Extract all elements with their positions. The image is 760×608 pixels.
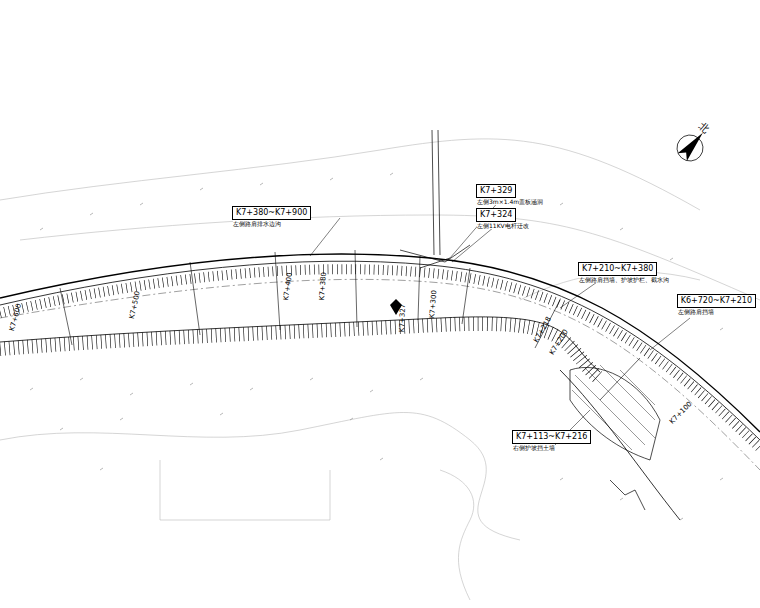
callout-note: 左侧路肩挡墙、护坡护栏、截水沟 (579, 276, 669, 283)
station-label: K7+300 (428, 290, 438, 319)
callout-note: 左侧11KV电杆迁改 (477, 222, 529, 229)
station-label: K7+327 (398, 304, 407, 333)
station-callout: K7+324左侧11KV电杆迁改 (476, 208, 516, 222)
station-label: K7+100 (668, 400, 694, 426)
callout-note: 左侧路肩排水边沟 (233, 220, 281, 227)
callout-note: 左侧3m×1.4m盖板涵洞 (477, 198, 543, 205)
station-callout: K7+380~K7+900左侧路肩排水边沟 (232, 206, 311, 220)
station-label: K7+400 (282, 272, 294, 301)
north-label: 北 (697, 122, 710, 135)
station-range: K7+380~K7+900 (236, 208, 307, 218)
station-range: K6+720~K7+210 (681, 296, 752, 306)
station-label: K7+218 (532, 316, 553, 344)
station-range: K7+324 (480, 210, 512, 220)
callout-note: 左侧路肩挡墙 (678, 308, 714, 315)
station-label: K7+380 (318, 272, 328, 301)
station-callout: K6+720~K7+210左侧路肩挡墙 (677, 294, 756, 308)
station-label: K7+500 (128, 290, 142, 319)
station-range: K7+113~K7+216 (516, 432, 587, 442)
station-callout: K7+329左侧3m×1.4m盖板涵洞 (476, 184, 516, 198)
station-callout: K7+210~K7+380左侧路肩挡墙、护坡护栏、截水沟 (578, 262, 657, 276)
station-range: K7+210~K7+380 (582, 264, 653, 274)
station-callout: K7+113~K7+216右侧护坡挡土墙 (512, 430, 591, 444)
station-range: K7+329 (480, 186, 512, 196)
callout-note: 右侧护坡挡土墙 (513, 444, 555, 451)
station-label: K7+600 (8, 303, 23, 332)
